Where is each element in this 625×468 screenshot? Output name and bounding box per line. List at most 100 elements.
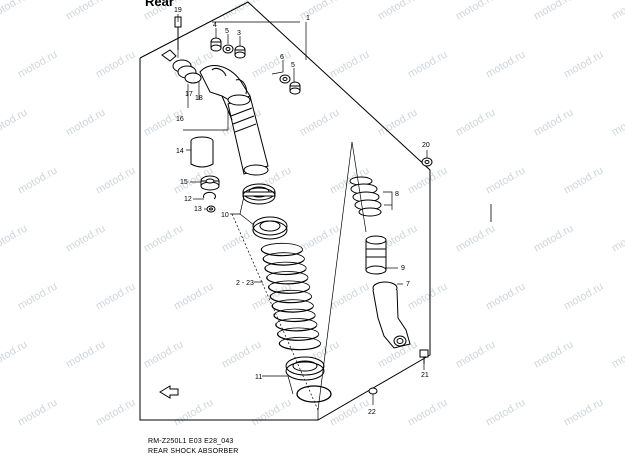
spring-coil xyxy=(269,294,312,304)
callout-10: 10 xyxy=(221,212,229,219)
watermark-text: motod.ru xyxy=(454,338,498,370)
watermark-text: motod.ru xyxy=(532,222,576,254)
shock-body xyxy=(161,49,269,176)
watermark-text: motod.ru xyxy=(172,280,216,312)
callout-7: 7 xyxy=(406,281,410,288)
watermark-text: motod.ru xyxy=(0,106,29,138)
spring-coil-back xyxy=(267,271,309,280)
watermark-text: motod.ru xyxy=(562,164,606,196)
watermark-text: motod.ru xyxy=(328,280,372,312)
watermark-text: motod.ru xyxy=(610,222,625,254)
watermark-text: motod.ru xyxy=(562,48,606,80)
callout-19: 19 xyxy=(174,7,182,14)
spring-coil xyxy=(264,266,307,276)
watermark-text: motod.ru xyxy=(484,396,528,428)
spring-coil xyxy=(277,332,319,341)
damper-rod-9 xyxy=(365,235,387,275)
watermark-text: motod.ru xyxy=(142,338,186,370)
assembly-frame xyxy=(139,1,431,421)
watermark-text: motod.ru xyxy=(0,0,29,23)
callout-6-right: 6 xyxy=(280,54,284,61)
callout-9: 9 xyxy=(401,265,405,272)
watermark-text: motod.ru xyxy=(64,338,108,370)
callout-21: 21 xyxy=(421,372,429,379)
watermark-text: motod.ru xyxy=(406,396,450,428)
callout-2-23: 2 - 23 xyxy=(236,280,254,287)
watermark-text: motod.ru xyxy=(562,396,606,428)
spring-coil xyxy=(262,257,305,266)
watermark-text: motod.ru xyxy=(484,48,528,80)
watermark-text: motod.ru xyxy=(406,164,450,196)
front-arrow-icon xyxy=(159,385,179,399)
spring-coil xyxy=(273,313,316,323)
spring-coil-back xyxy=(274,308,316,318)
watermark-text: motod.ru xyxy=(64,222,108,254)
watermark-text: motod.ru xyxy=(406,280,450,312)
collar-right xyxy=(289,81,301,95)
clevis-7 xyxy=(372,281,411,349)
watermark-text: motod.ru xyxy=(376,106,420,138)
diagram-code: RM-Z250L1 E03 E28_043 xyxy=(148,438,234,445)
callout-13: 13 xyxy=(194,206,202,213)
leader-lines xyxy=(177,14,428,420)
callout-18: 18 xyxy=(195,95,203,102)
clip-12 xyxy=(203,191,216,200)
watermark-text: motod.ru xyxy=(220,338,264,370)
watermark-text: motod.ru xyxy=(16,396,60,428)
watermark-text: motod.ru xyxy=(532,338,576,370)
nut-15 xyxy=(200,175,220,191)
spring-coil xyxy=(268,285,310,294)
watermark-text: motod.ru xyxy=(610,338,625,370)
watermark-text: motod.ru xyxy=(298,106,342,138)
watermark-text: motod.ru xyxy=(142,222,186,254)
watermark-text: motod.ru xyxy=(298,222,342,254)
watermark-text: motod.ru xyxy=(250,280,294,312)
seal-5 xyxy=(222,44,234,54)
spring-coil-back xyxy=(265,261,307,271)
callout-1: 1 xyxy=(306,15,310,22)
diagram-title: REAR SHOCK ABSORBER xyxy=(148,448,239,455)
spring-coil xyxy=(275,322,317,332)
watermark-text: motod.ru xyxy=(64,0,108,23)
spring-coil xyxy=(260,247,303,257)
watermark-text: motod.ru xyxy=(64,106,108,138)
watermark-text: motod.ru xyxy=(454,222,498,254)
nut-20 xyxy=(421,157,433,167)
callout-16: 16 xyxy=(176,116,184,123)
watermark-text: motod.ru xyxy=(16,280,60,312)
watermark-text: motod.ru xyxy=(484,164,528,196)
watermark-text: motod.ru xyxy=(298,0,342,23)
watermark-text: motod.ru xyxy=(562,280,606,312)
callout-15: 15 xyxy=(180,179,188,186)
watermark-text: motod.ru xyxy=(0,222,29,254)
cover-14 xyxy=(190,136,214,168)
callout-5-right: 5 xyxy=(291,62,295,69)
watermark-text: motod.ru xyxy=(16,164,60,196)
spring-coil-back xyxy=(268,280,311,289)
callout-17: 17 xyxy=(185,91,193,98)
watermark-text: motod.ru xyxy=(94,396,138,428)
watermark-text: motod.ru xyxy=(532,106,576,138)
watermark-text: motod.ru xyxy=(610,106,625,138)
watermark-text: motod.ru xyxy=(328,48,372,80)
spring-coil xyxy=(278,341,321,351)
spring-coil-back xyxy=(279,336,321,346)
spring-coil-back xyxy=(263,252,305,261)
washer-6-right xyxy=(279,74,291,84)
watermark-text: motod.ru xyxy=(610,0,625,23)
spring-seat-11 xyxy=(285,356,332,403)
spring-adjuster-10 xyxy=(242,183,288,240)
watermark-text: motod.ru xyxy=(376,0,420,23)
spring-coil xyxy=(266,275,308,285)
spring-coil-back xyxy=(277,327,320,336)
watermark-text: motod.ru xyxy=(172,396,216,428)
callout-3: 3 xyxy=(237,30,241,37)
collar-4 xyxy=(210,37,222,52)
bolt-21 xyxy=(419,349,429,364)
callout-20: 20 xyxy=(422,142,430,149)
spring-coil xyxy=(271,304,314,313)
callout-5: 5 xyxy=(225,28,229,35)
watermark-text: motod.ru xyxy=(94,164,138,196)
watermark-text: motod.ru xyxy=(454,0,498,23)
